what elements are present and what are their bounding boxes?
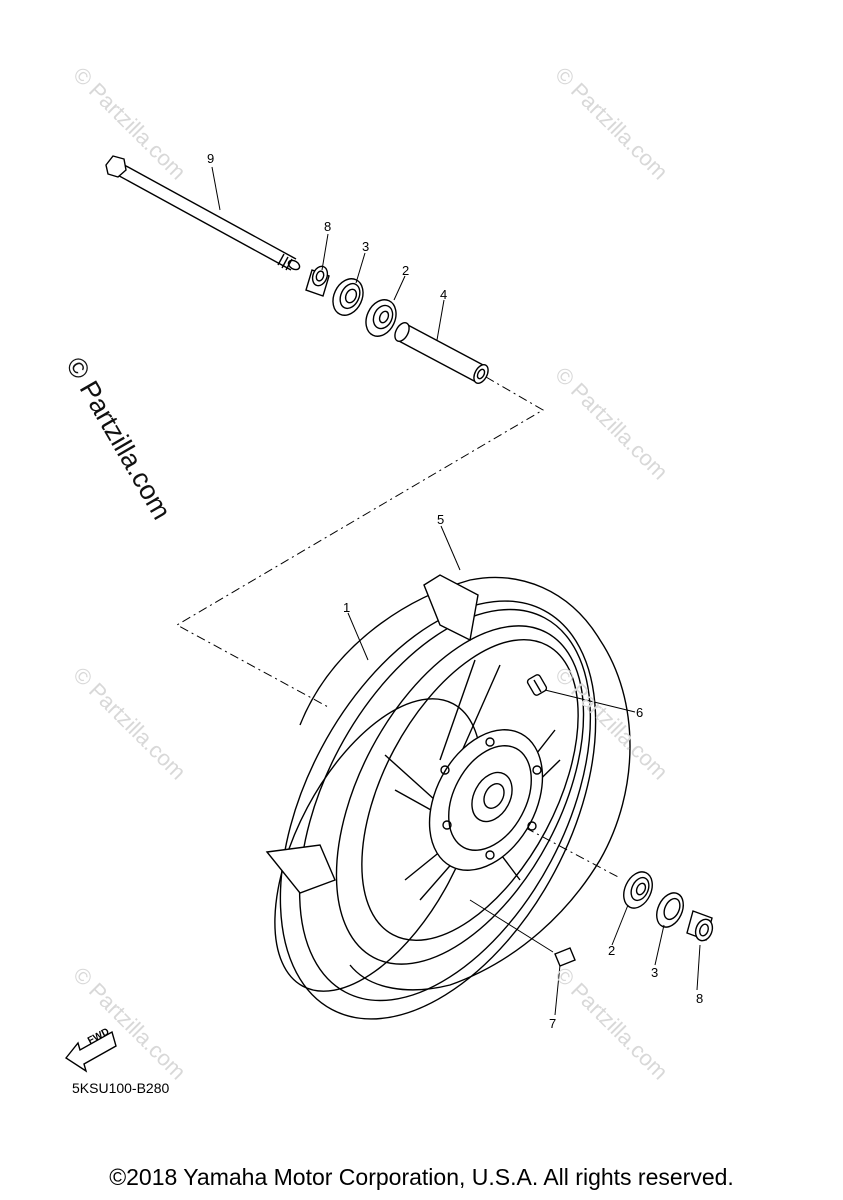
leader-lines — [211, 166, 701, 1016]
callout-1: 1 — [343, 600, 351, 615]
callout-2-upper: 2 — [402, 263, 410, 278]
copyright-footer: ©2018 Yamaha Motor Corporation, U.S.A. A… — [109, 1164, 734, 1190]
callout-3-upper: 3 — [362, 239, 370, 254]
balance-weight-part — [554, 947, 576, 967]
callout-8-lower: 8 — [696, 991, 704, 1006]
callout-8-upper: 8 — [324, 219, 332, 234]
callout-7: 7 — [549, 1016, 557, 1031]
callout-3-lower: 3 — [651, 965, 659, 980]
bearing-part-upper — [365, 299, 397, 337]
callout-5: 5 — [437, 512, 445, 527]
oil-seal-part-upper — [332, 278, 364, 316]
axle-part — [105, 155, 301, 271]
assembly-guide-lines — [175, 376, 621, 879]
wheel-part — [265, 574, 631, 1020]
callout-9: 9 — [207, 151, 215, 166]
callout-4: 4 — [440, 287, 448, 302]
bearing-part-lower — [623, 871, 653, 909]
diagram-code: 5KSU100-B280 — [72, 1080, 170, 1096]
collar-part-lower — [686, 910, 714, 942]
collar-part-upper — [305, 265, 330, 297]
fwd-arrow-icon — [64, 1030, 117, 1073]
oil-seal-part-lower — [656, 892, 684, 928]
wheel-hub — [428, 729, 544, 871]
callout-6: 6 — [636, 705, 644, 720]
spacer-part — [394, 322, 489, 384]
valve-part — [526, 674, 548, 696]
callout-2-lower: 2 — [608, 943, 616, 958]
